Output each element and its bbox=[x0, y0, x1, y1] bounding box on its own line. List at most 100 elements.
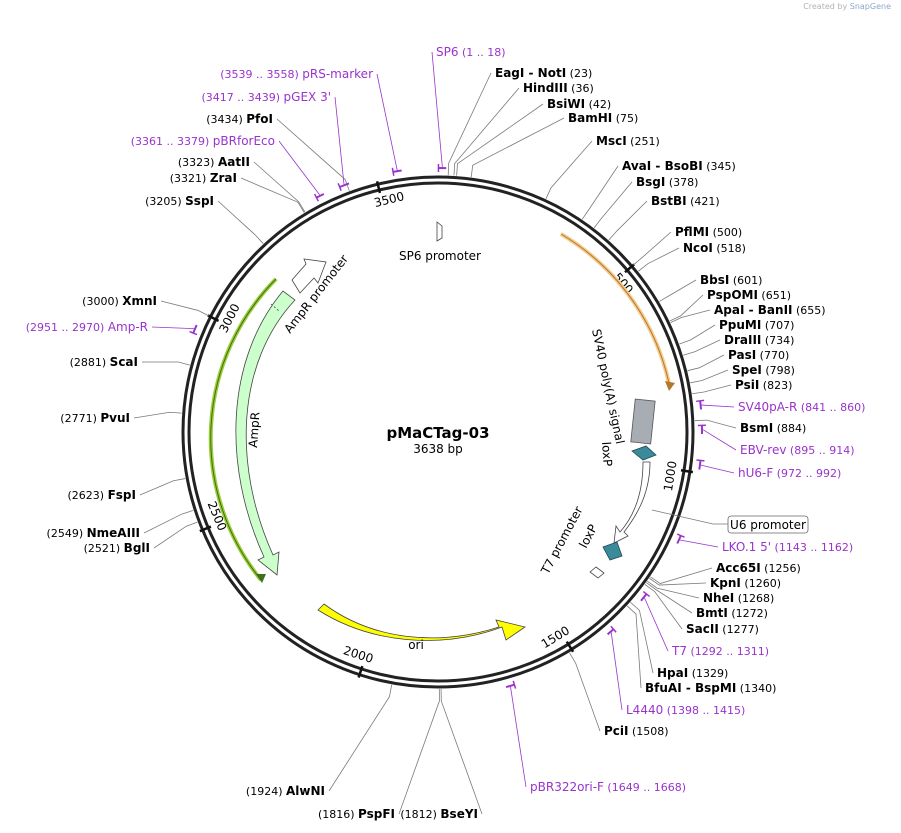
enzyme-position: (3000) bbox=[82, 295, 122, 308]
enzyme-position: (1256) bbox=[761, 562, 801, 575]
enzyme-name: MscI bbox=[596, 134, 627, 148]
enzyme-name: NcoI bbox=[683, 241, 713, 255]
enzyme-name: PspOMI bbox=[707, 288, 758, 302]
primer-leader bbox=[644, 597, 669, 652]
tick-mark bbox=[624, 263, 635, 274]
primer-name: SV40pA-R bbox=[738, 400, 797, 414]
primer-label-lko-1-5: LKO.1 5' (1143 .. 1162) bbox=[722, 540, 853, 554]
primer-tick bbox=[610, 625, 617, 633]
enzyme-label-bsmi: BsmI (884) bbox=[740, 421, 806, 435]
enzyme-name: AatII bbox=[218, 155, 250, 169]
loxp-1-label: loxP bbox=[599, 441, 615, 467]
enzyme-leader bbox=[670, 309, 711, 324]
enzyme-label-bfuai-bspmi: BfuAI - BspMI (1340) bbox=[645, 681, 776, 695]
enzyme-name: PasI bbox=[728, 348, 756, 362]
enzyme-label-xmni: (3000) XmnI bbox=[82, 294, 157, 308]
enzyme-position: (3323) bbox=[178, 156, 218, 169]
enzyme-label-ppumi: PpuMI (707) bbox=[719, 318, 794, 332]
enzyme-name: ApaI - BanII bbox=[714, 303, 793, 317]
enzyme-leader bbox=[593, 181, 633, 229]
primer-arc bbox=[699, 400, 703, 410]
enzyme-label-pcii: PciI (1508) bbox=[604, 724, 669, 738]
enzyme-label-pvui: (2771) PvuI bbox=[60, 411, 130, 425]
primer-leader bbox=[700, 464, 735, 474]
enzyme-leader bbox=[447, 72, 492, 176]
enzyme-label-bseyi: (1812) BseYI bbox=[400, 807, 478, 821]
enzyme-name: BsmI bbox=[740, 421, 773, 435]
primer-leader bbox=[610, 632, 623, 711]
primer-tick bbox=[189, 330, 198, 336]
enzyme-label-bamhi: BamHI (75) bbox=[568, 111, 638, 125]
enzyme-position: (3321) bbox=[170, 172, 210, 185]
enzyme-label-nmeaiii: (2549) NmeAIII bbox=[47, 526, 140, 540]
snapgene-watermark: Created by SnapGene bbox=[803, 2, 891, 11]
enzyme-name: FspI bbox=[108, 488, 136, 502]
enzyme-label-pfoi: (3434) PfoI bbox=[206, 112, 273, 126]
primer-name: Amp-R bbox=[108, 320, 148, 334]
enzyme-leader bbox=[630, 602, 654, 674]
watermark-brand: SnapGene bbox=[849, 2, 891, 11]
enzyme-label-pasi: PasI (770) bbox=[728, 348, 789, 362]
u6-promoter-label: U6 promoter bbox=[730, 518, 806, 532]
enzyme-position: (707) bbox=[761, 319, 794, 332]
backbone-inner bbox=[187, 181, 689, 683]
enzyme-leader bbox=[440, 688, 483, 815]
primer-label-pgex-3: (3417 .. 3439) pGEX 3' bbox=[201, 90, 331, 104]
enzyme-label-hindiii: HindIII (36) bbox=[523, 81, 594, 95]
primer-arc bbox=[698, 460, 702, 470]
enzyme-name: BsiWI bbox=[547, 97, 585, 111]
enzyme-position: (500) bbox=[709, 226, 742, 239]
primer-arc bbox=[392, 169, 402, 173]
primer-tick bbox=[676, 533, 685, 538]
enzyme-leader bbox=[644, 584, 683, 630]
enzyme-label-bgli: (2521) BglI bbox=[84, 541, 150, 555]
backbone-outer bbox=[181, 175, 695, 689]
primer-leader bbox=[376, 73, 398, 171]
enzyme-position: (884) bbox=[773, 422, 806, 435]
enzyme-position: (378) bbox=[665, 176, 698, 189]
enzyme-leader bbox=[217, 200, 264, 244]
primer-name: LKO.1 5' bbox=[722, 540, 771, 554]
enzyme-name: KpnI bbox=[710, 576, 741, 590]
primer-name: pRS-marker bbox=[302, 67, 373, 81]
enzyme-name: PspFI bbox=[358, 807, 395, 821]
primer-range: (1143 .. 1162) bbox=[771, 541, 853, 554]
enzyme-label-eagi-noti: EagI - NotI (23) bbox=[495, 66, 592, 80]
enzyme-leader bbox=[638, 247, 680, 272]
enzyme-name: PpuMI bbox=[719, 318, 761, 332]
enzyme-leader bbox=[692, 384, 732, 395]
enzyme-leader bbox=[143, 510, 194, 534]
enzyme-name: EagI - NotI bbox=[495, 66, 566, 80]
primer-range: (3539 .. 3558) bbox=[220, 68, 302, 81]
u6-promoter-leader bbox=[651, 509, 728, 525]
enzyme-leader bbox=[141, 361, 190, 366]
primer-arc bbox=[676, 535, 682, 544]
u6-promoter-arrow bbox=[613, 461, 651, 544]
primer-tick bbox=[696, 399, 705, 403]
primer-arc bbox=[192, 324, 198, 334]
primer-range: (2951 .. 2970) bbox=[26, 321, 108, 334]
tick-mark bbox=[375, 180, 382, 194]
enzyme-position: (655) bbox=[793, 304, 826, 317]
enzyme-name: XmnI bbox=[122, 294, 157, 308]
enzyme-position: (1924) bbox=[246, 785, 286, 798]
enzyme-name: PsiI bbox=[735, 378, 759, 392]
enzyme-label-pspfi: (1816) PspFI bbox=[318, 807, 395, 821]
enzyme-label-fspi: (2623) FspI bbox=[68, 488, 136, 502]
primer-name: pGEX 3' bbox=[284, 90, 331, 104]
enzyme-name: NheI bbox=[703, 591, 734, 605]
primer-name: SP6 bbox=[436, 45, 459, 59]
enzyme-position: (2521) bbox=[84, 542, 124, 555]
primer-tick bbox=[696, 459, 705, 462]
primer-range: (841 .. 860) bbox=[797, 401, 865, 414]
primer-name: hU6-F bbox=[738, 466, 773, 480]
primer-arc bbox=[316, 193, 325, 199]
primer-tick bbox=[337, 183, 342, 191]
enzyme-label-alwni: (1924) AlwNI bbox=[246, 784, 325, 798]
primer-range: (972 .. 992) bbox=[773, 467, 841, 480]
enzyme-position: (2881) bbox=[70, 356, 110, 369]
enzyme-name: AvaI - BsoBI bbox=[622, 159, 703, 173]
enzyme-leader bbox=[581, 165, 619, 220]
enzyme-position: (798) bbox=[762, 364, 795, 377]
